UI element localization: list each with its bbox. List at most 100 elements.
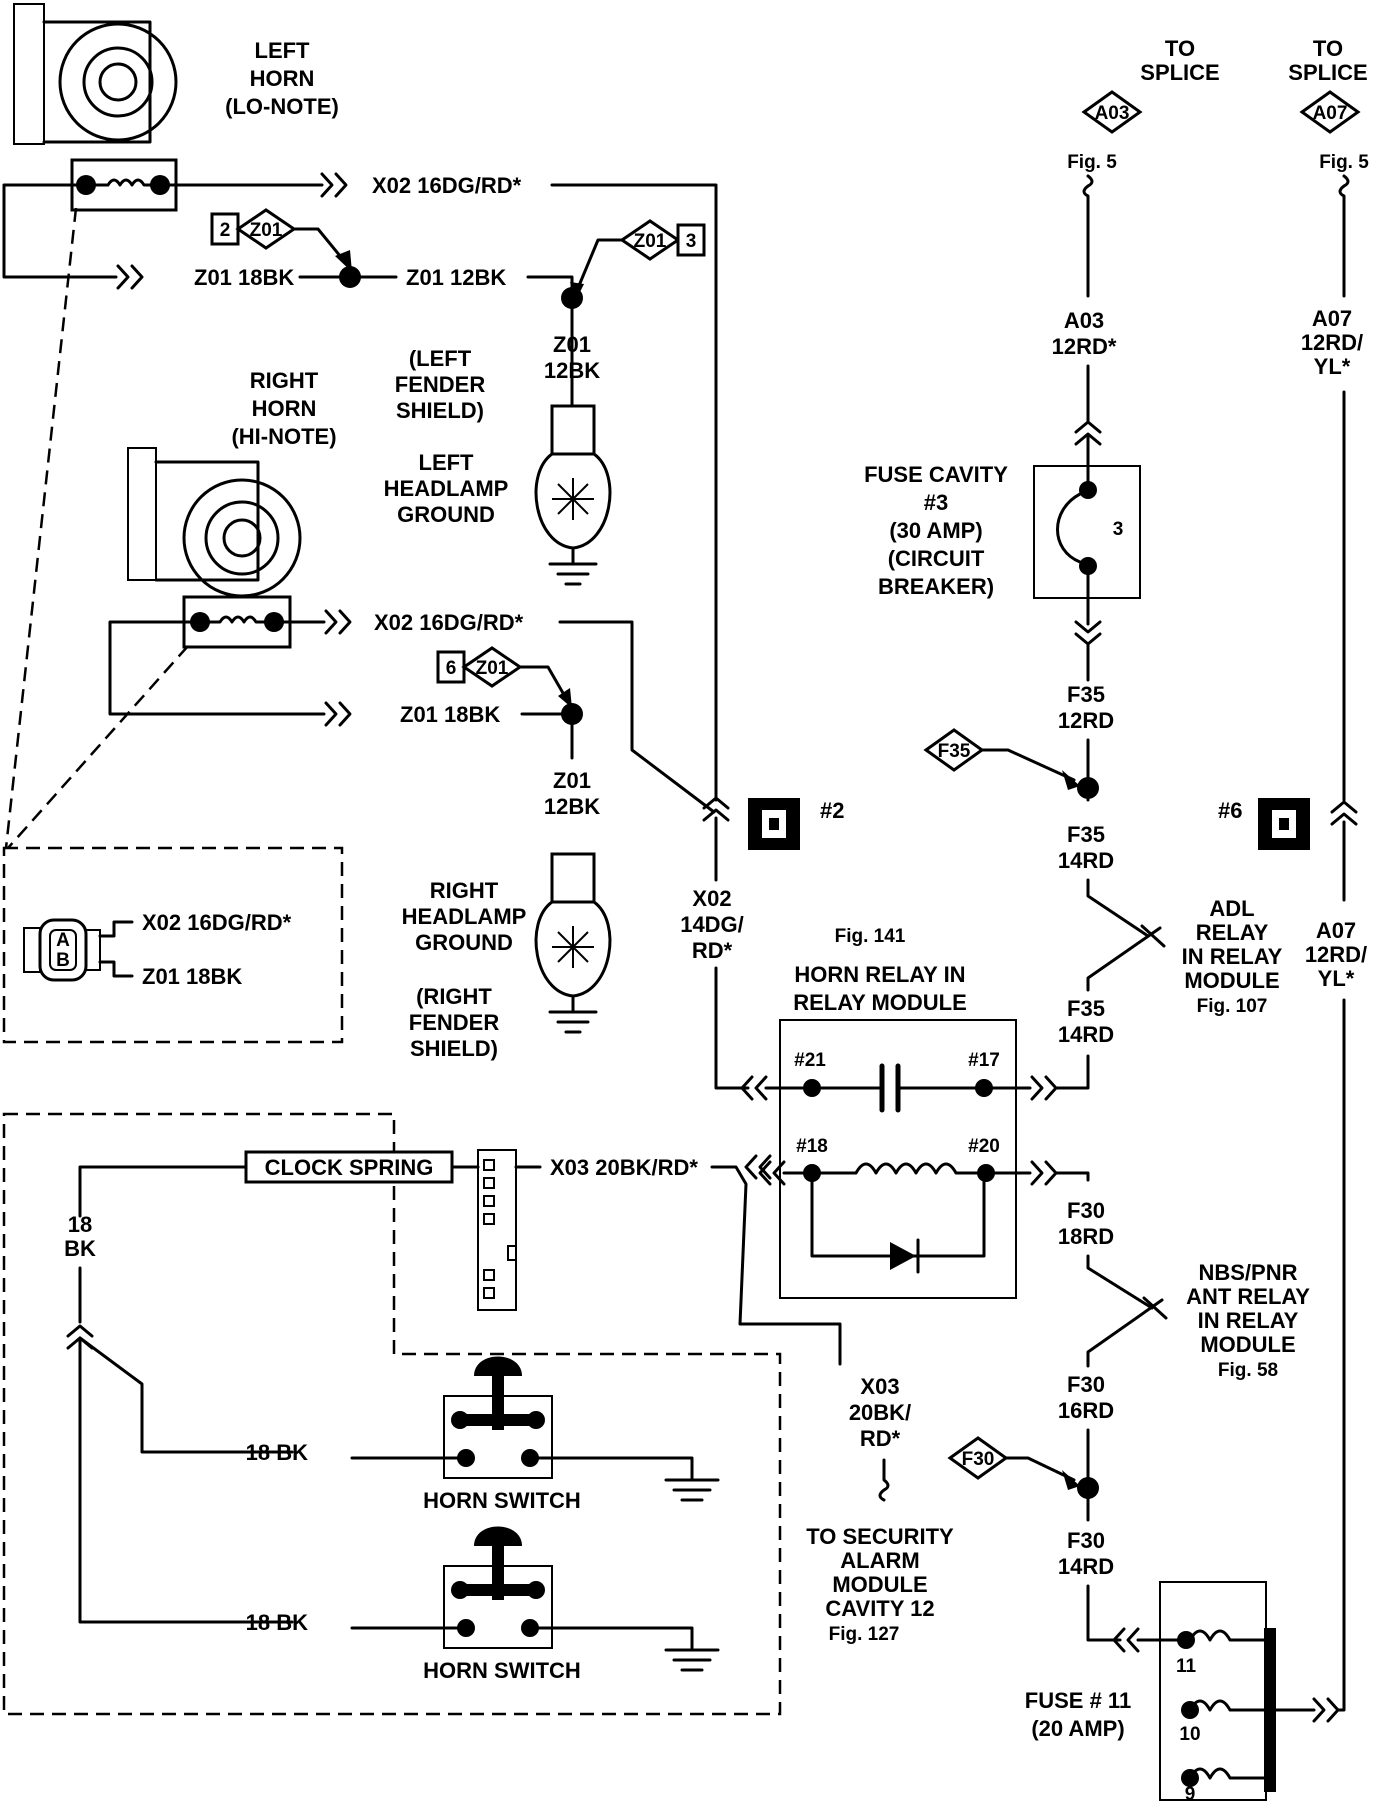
security-2: ALARM — [840, 1548, 919, 1573]
f35-12rd-2: 12RD — [1058, 708, 1114, 733]
f35-14rd-1a: F35 — [1067, 822, 1105, 847]
clock-spring — [244, 1150, 454, 1184]
fuse-11-label-2: (20 AMP) — [1031, 1716, 1124, 1741]
x02-top-label: X02 16DG/RD* — [372, 173, 522, 198]
x03-horiz-label: X03 20BK/RD* — [550, 1155, 698, 1180]
18bk-sw1-label: 18 BK — [246, 1440, 308, 1465]
connector-6-label: #6 — [1218, 798, 1242, 823]
fuse-11-bus-bar — [1264, 1628, 1276, 1792]
right-fender-2: FENDER — [409, 1010, 500, 1035]
clock-spring-label: CLOCK SPRING — [265, 1155, 434, 1180]
f30-18rd-1: F30 — [1067, 1198, 1105, 1223]
left-headlamp-bulb — [534, 404, 612, 586]
a07-bot-1: A07 — [1316, 918, 1356, 943]
left-horn-label-2: HORN — [250, 66, 315, 91]
fig5-a07: Fig. 5 — [1319, 152, 1369, 173]
horn-switch-2 — [443, 1526, 553, 1649]
right-horn-label-3: (HI-NOTE) — [231, 424, 336, 449]
x03-vert-3: RD* — [860, 1426, 901, 1451]
splice-tag-z01-2-code: Z01 — [250, 220, 283, 241]
security-fig: Fig. 127 — [829, 1624, 900, 1645]
x03-vert-1: X03 — [860, 1374, 899, 1399]
security-1: TO SECURITY — [806, 1524, 954, 1549]
fuse-cavity-label-2: #3 — [924, 490, 948, 515]
left-horn-label-1: LEFT — [255, 38, 311, 63]
f30-16rd-2: 16RD — [1058, 1398, 1114, 1423]
horn-relay-contacts: #21 #17 — [740, 1050, 1058, 1113]
horn-relay-coil: #18 #20 — [758, 1136, 1058, 1274]
horn-relay-label-2: RELAY MODULE — [793, 990, 967, 1015]
nbs-relay-fig: Fig. 58 — [1218, 1360, 1278, 1381]
x03-vert-2: 20BK/ — [849, 1400, 911, 1425]
a07-top-2: 12RD/ — [1301, 330, 1363, 355]
right-fender-3: SHIELD) — [410, 1036, 498, 1061]
f30-16rd-1: F30 — [1067, 1372, 1105, 1397]
right-headlamp-bulb — [534, 852, 612, 1034]
a07-top-3: YL* — [1314, 354, 1351, 379]
fuse-cavity-label-4: (CIRCUIT — [888, 546, 985, 571]
pin-21: #21 — [794, 1050, 826, 1071]
a03-wire-2: 12RD* — [1052, 334, 1117, 359]
inset-pin-b: B — [56, 950, 70, 971]
to-splice-a03-2: SPLICE — [1140, 60, 1219, 85]
splice-z01-top — [339, 266, 361, 288]
splice-tag-f30-code: F30 — [962, 1449, 995, 1470]
f35-12rd-1: F35 — [1067, 682, 1105, 707]
splice-tag-z01-2-num: 2 — [220, 220, 231, 241]
fuse-11-box — [1159, 1581, 1267, 1801]
horn-switch-1 — [443, 1356, 553, 1479]
z01-12bk-vert-2b: 12BK — [544, 794, 600, 819]
splice-tag-z01-3: Z01 3 — [570, 219, 706, 300]
nbs-relay-4: MODULE — [1200, 1332, 1295, 1357]
horn-relay-box — [779, 1019, 1017, 1299]
18bk-vert-2: BK — [64, 1236, 96, 1261]
left-headlamp-2: HEADLAMP — [384, 476, 509, 501]
adl-relay-3: IN RELAY — [1182, 944, 1283, 969]
to-splice-a03-1: TO — [1165, 36, 1195, 61]
z01-18bk-top-label: Z01 18BK — [194, 265, 294, 290]
fuse-11-pin-11: 11 — [1176, 1656, 1197, 1677]
z01-18bk-mid-label: Z01 18BK — [400, 702, 500, 727]
a07-top-1: A07 — [1312, 306, 1352, 331]
splice-tag-a03-code: A03 — [1095, 103, 1130, 124]
splice-tag-a07: A07 — [1299, 90, 1361, 134]
x02-14dg-3: RD* — [692, 938, 733, 963]
splice-tag-z01-6-code: Z01 — [476, 658, 509, 679]
z01-12bk-top-label: Z01 12BK — [406, 265, 506, 290]
f35-14rd-1b: 14RD — [1058, 848, 1114, 873]
splice-f30 — [1077, 1477, 1099, 1499]
fuse-cavity-3-num: 3 — [1113, 519, 1124, 540]
nbs-relay-2: ANT RELAY — [1186, 1284, 1310, 1309]
a07-bot-2: 12RD/ — [1305, 942, 1367, 967]
splice-tag-f35: F35 — [923, 728, 1080, 790]
splice-tag-z01-6-num: 6 — [446, 658, 457, 679]
steering-column-outline — [2, 1112, 782, 1716]
adl-relay-1: ADL — [1209, 896, 1254, 921]
fuse-11-label-1: FUSE # 11 — [1025, 1688, 1131, 1713]
left-fender-3: SHIELD) — [396, 398, 484, 423]
fig141-label: Fig. 141 — [835, 926, 906, 947]
splice-tag-f30: F30 — [947, 1436, 1080, 1490]
18bk-vert-1: 18 — [68, 1212, 92, 1237]
fuse-11-pin-10: 10 — [1179, 1724, 1200, 1745]
horn-switch-1-label: HORN SWITCH — [423, 1488, 581, 1513]
f30-18rd-2: 18RD — [1058, 1224, 1114, 1249]
f30-14rd-2: 14RD — [1058, 1554, 1114, 1579]
fuse-cavity-label-5: BREAKER) — [878, 574, 994, 599]
right-horn-label-1: RIGHT — [250, 368, 319, 393]
splice-tag-z01-6: 6 Z01 — [436, 646, 572, 708]
fuse-cavity-label-3: (30 AMP) — [889, 518, 982, 543]
splice-tag-f35-code: F35 — [938, 741, 971, 762]
fuse-11-pin-9: 9 — [1185, 1784, 1196, 1802]
splice-tag-z01-3-code: Z01 — [634, 231, 667, 252]
splice-tag-a07-code: A07 — [1313, 103, 1348, 124]
left-horn-label-3: (LO-NOTE) — [225, 94, 339, 119]
f35-14rd-2a: F35 — [1067, 996, 1105, 1021]
connector-2-label: #2 — [820, 798, 844, 823]
nbs-relay-1: NBS/PNR — [1198, 1260, 1297, 1285]
fuse-cavity-label-1: FUSE CAVITY — [864, 462, 1008, 487]
security-4: CAVITY 12 — [825, 1596, 934, 1621]
splice-z01-mid — [561, 703, 583, 725]
a03-wire-1: A03 — [1064, 308, 1104, 333]
